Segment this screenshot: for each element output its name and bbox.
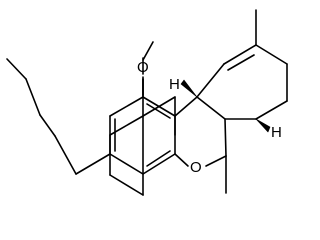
bond-aromatic-6: [109, 96, 144, 117]
atom-label-methoxy-oxygen: O: [137, 59, 149, 76]
bond-pentyl-4: [25, 78, 41, 116]
bond-pentyl-1: [75, 153, 111, 175]
stereo-wedge-h-c6a: [255, 118, 271, 133]
stereo-wedge-h-c10a: [180, 79, 198, 98]
bond-pentyl-5: [6, 58, 27, 80]
bond-c6a-to-c10a: [196, 96, 226, 120]
bond-ring-o-to-c6: [205, 155, 227, 167]
atom-labels: O O H H: [137, 59, 282, 176]
stereo-h-label-c6a: H: [271, 124, 282, 141]
bond-aromatic-3: [142, 153, 176, 175]
bond-pentyl-2: [54, 135, 77, 175]
bond-ar-to-ring-o: [174, 153, 189, 167]
bond-c10a-to-ar: [174, 96, 198, 117]
molecular-structure-diagram: O O H H: [6, 9, 288, 196]
bond-c9-c8: [255, 44, 288, 65]
bond-c7-c6a: [255, 100, 288, 120]
bond-aromatic-inner-2: [146, 150, 171, 167]
atom-label-ring-oxygen: O: [190, 159, 202, 176]
bond-c10-c9-double-inner: [227, 54, 255, 71]
chemical-bonds: [6, 9, 288, 194]
stereo-h-label-c10a: H: [169, 76, 180, 93]
bond-aromatic-4: [109, 153, 144, 175]
bond-c10-c9-double-outer: [223, 44, 257, 65]
stereo-wedges: [180, 79, 271, 133]
bond-aromatic-1: [142, 96, 176, 117]
bond-ring-c4-c5: [109, 174, 144, 196]
bond-pentyl-3: [39, 114, 56, 137]
bond-ome-methyl: [142, 41, 154, 61]
bond-aromatic-inner-1: [146, 103, 171, 119]
bond-c10a-to-c10: [196, 63, 225, 98]
bond-c6-to-c6a: [224, 118, 227, 157]
